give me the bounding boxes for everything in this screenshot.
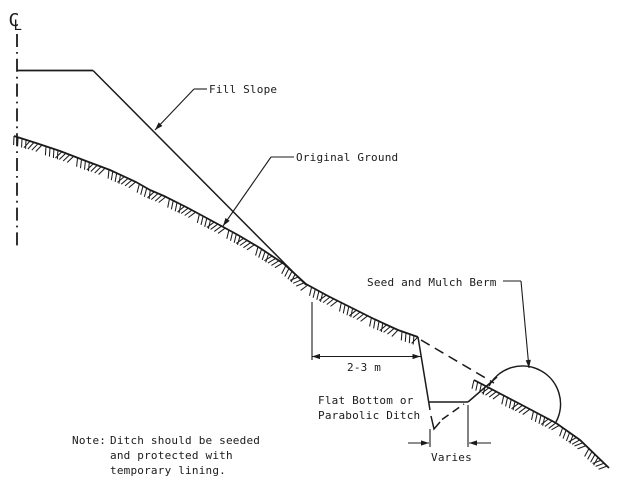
right-ground-slope-line	[473, 379, 610, 469]
seed-mulch-berm-label: Seed and Mulch Berm	[367, 276, 497, 289]
original-ground-projection-dashed	[420, 339, 495, 384]
original-ground-line	[13, 135, 419, 338]
ditch-type-label-line2: Parabolic Ditch	[318, 409, 420, 422]
arrowhead	[525, 359, 531, 368]
arrowhead	[421, 440, 429, 446]
original-ground-leader-arrow	[222, 156, 272, 227]
arrowhead	[312, 353, 320, 360]
varies-label: Varies	[431, 451, 472, 464]
centerline-symbol-c: C	[9, 10, 20, 31]
bench-width-label: 2-3 m	[347, 361, 381, 374]
centerline-symbol: C L	[9, 10, 22, 34]
arrowhead	[412, 353, 421, 360]
note-prefix: Note:	[72, 434, 106, 447]
berm-arc	[488, 365, 562, 423]
ditch-type-label-line1: Flat Bottom or	[318, 394, 414, 407]
fill-slope-line	[92, 69, 307, 286]
ditch-front-slope-line	[417, 336, 431, 411]
arrowhead	[469, 440, 477, 446]
ground-hatch-marks	[471, 379, 608, 470]
note-block: Note: Ditch should be seeded and protect…	[72, 434, 260, 477]
parabolic-ditch-dashed-side	[441, 403, 465, 421]
parabolic-ditch-vertex	[430, 415, 441, 431]
original-ground-label: Original Ground	[296, 151, 398, 164]
note-line-1: Ditch should be seeded	[110, 434, 260, 447]
arrowhead	[223, 217, 230, 226]
arrowhead	[155, 122, 163, 130]
note-line-3: temporary lining.	[110, 464, 226, 477]
ground-hatch-marks	[13, 135, 419, 345]
fill-slope-label: Fill Slope	[209, 83, 277, 96]
centerline-symbol-l: L	[14, 18, 22, 34]
note-line-2: and protected with	[110, 449, 233, 462]
berm-leader-arrow	[520, 280, 530, 369]
fill-slope-leader-arrow	[154, 88, 195, 131]
